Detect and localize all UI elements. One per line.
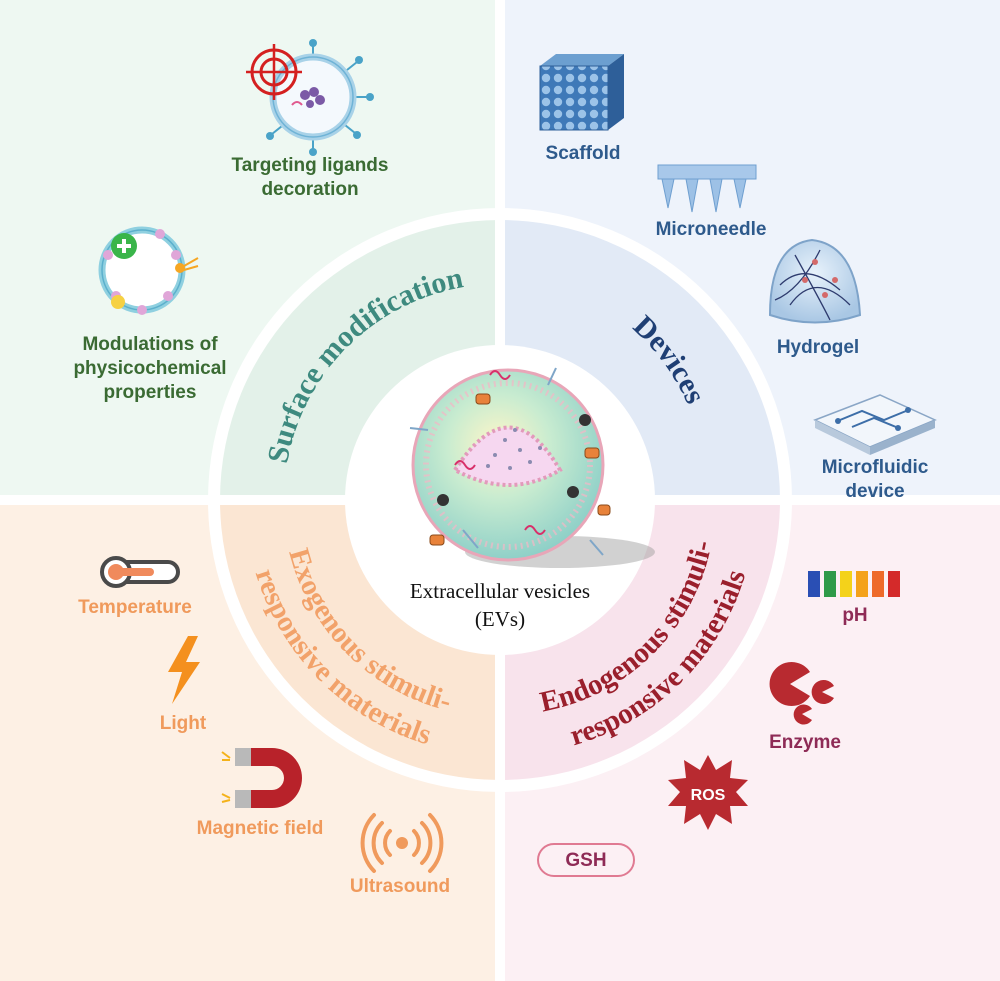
- scaffold-label: Scaffold: [545, 143, 621, 164]
- physicochemical-line1: Modulations of: [82, 334, 218, 355]
- physicochemical-label: Modulations of physicochemical propertie…: [30, 333, 270, 405]
- scaffold-icon: [539, 54, 624, 131]
- light-label: Light: [159, 713, 207, 734]
- microneedle-label: Microneedle: [655, 219, 767, 240]
- extracellular-vesicle-icon: [409, 367, 655, 568]
- microfluidic-label: Microfluidic device: [800, 456, 950, 504]
- ultrasound-label: Ultrasound: [349, 876, 451, 897]
- targeted-vesicle-icon: [246, 39, 374, 156]
- hydrogel-icon: [768, 238, 862, 324]
- ros-burst-icon: ROS: [668, 755, 748, 830]
- gsh-badge-icon: GSH: [537, 843, 635, 877]
- microfluidic-line1: Microfluidic: [821, 457, 929, 478]
- thermometer-icon: [100, 556, 180, 588]
- microfluidic-line2: device: [845, 481, 905, 502]
- physicochemical-line3: properties: [103, 382, 197, 403]
- ros-label: ROS: [691, 787, 726, 804]
- magnet-icon: [221, 748, 302, 808]
- lightning-icon: [168, 636, 200, 704]
- physicochemical-line2: physicochemical: [73, 358, 227, 379]
- enzyme-label: Enzyme: [769, 732, 841, 753]
- ph-label: pH: [842, 605, 868, 626]
- hydrogel-label: Hydrogel: [776, 337, 860, 358]
- targeting-ligands-line1: Targeting ligands: [231, 155, 389, 176]
- ultrasound-icon: [360, 813, 444, 873]
- center-label-line2: (EVs): [474, 607, 526, 631]
- targeting-ligands-line2: decoration: [261, 179, 359, 200]
- center-label-line1: Extracellular vesicles: [409, 579, 591, 603]
- magnetic-field-label: Magnetic field: [196, 818, 324, 839]
- enzyme-icon: [769, 662, 834, 725]
- ph-strip-icon: [808, 571, 900, 597]
- modified-vesicle-icon: [98, 226, 199, 315]
- targeting-ligands-label: Targeting ligands decoration: [190, 154, 430, 202]
- gsh-label: GSH: [565, 850, 606, 871]
- microfluidic-chip-icon: [813, 394, 937, 455]
- microneedle-icon: [657, 164, 757, 213]
- temperature-label: Temperature: [78, 597, 192, 618]
